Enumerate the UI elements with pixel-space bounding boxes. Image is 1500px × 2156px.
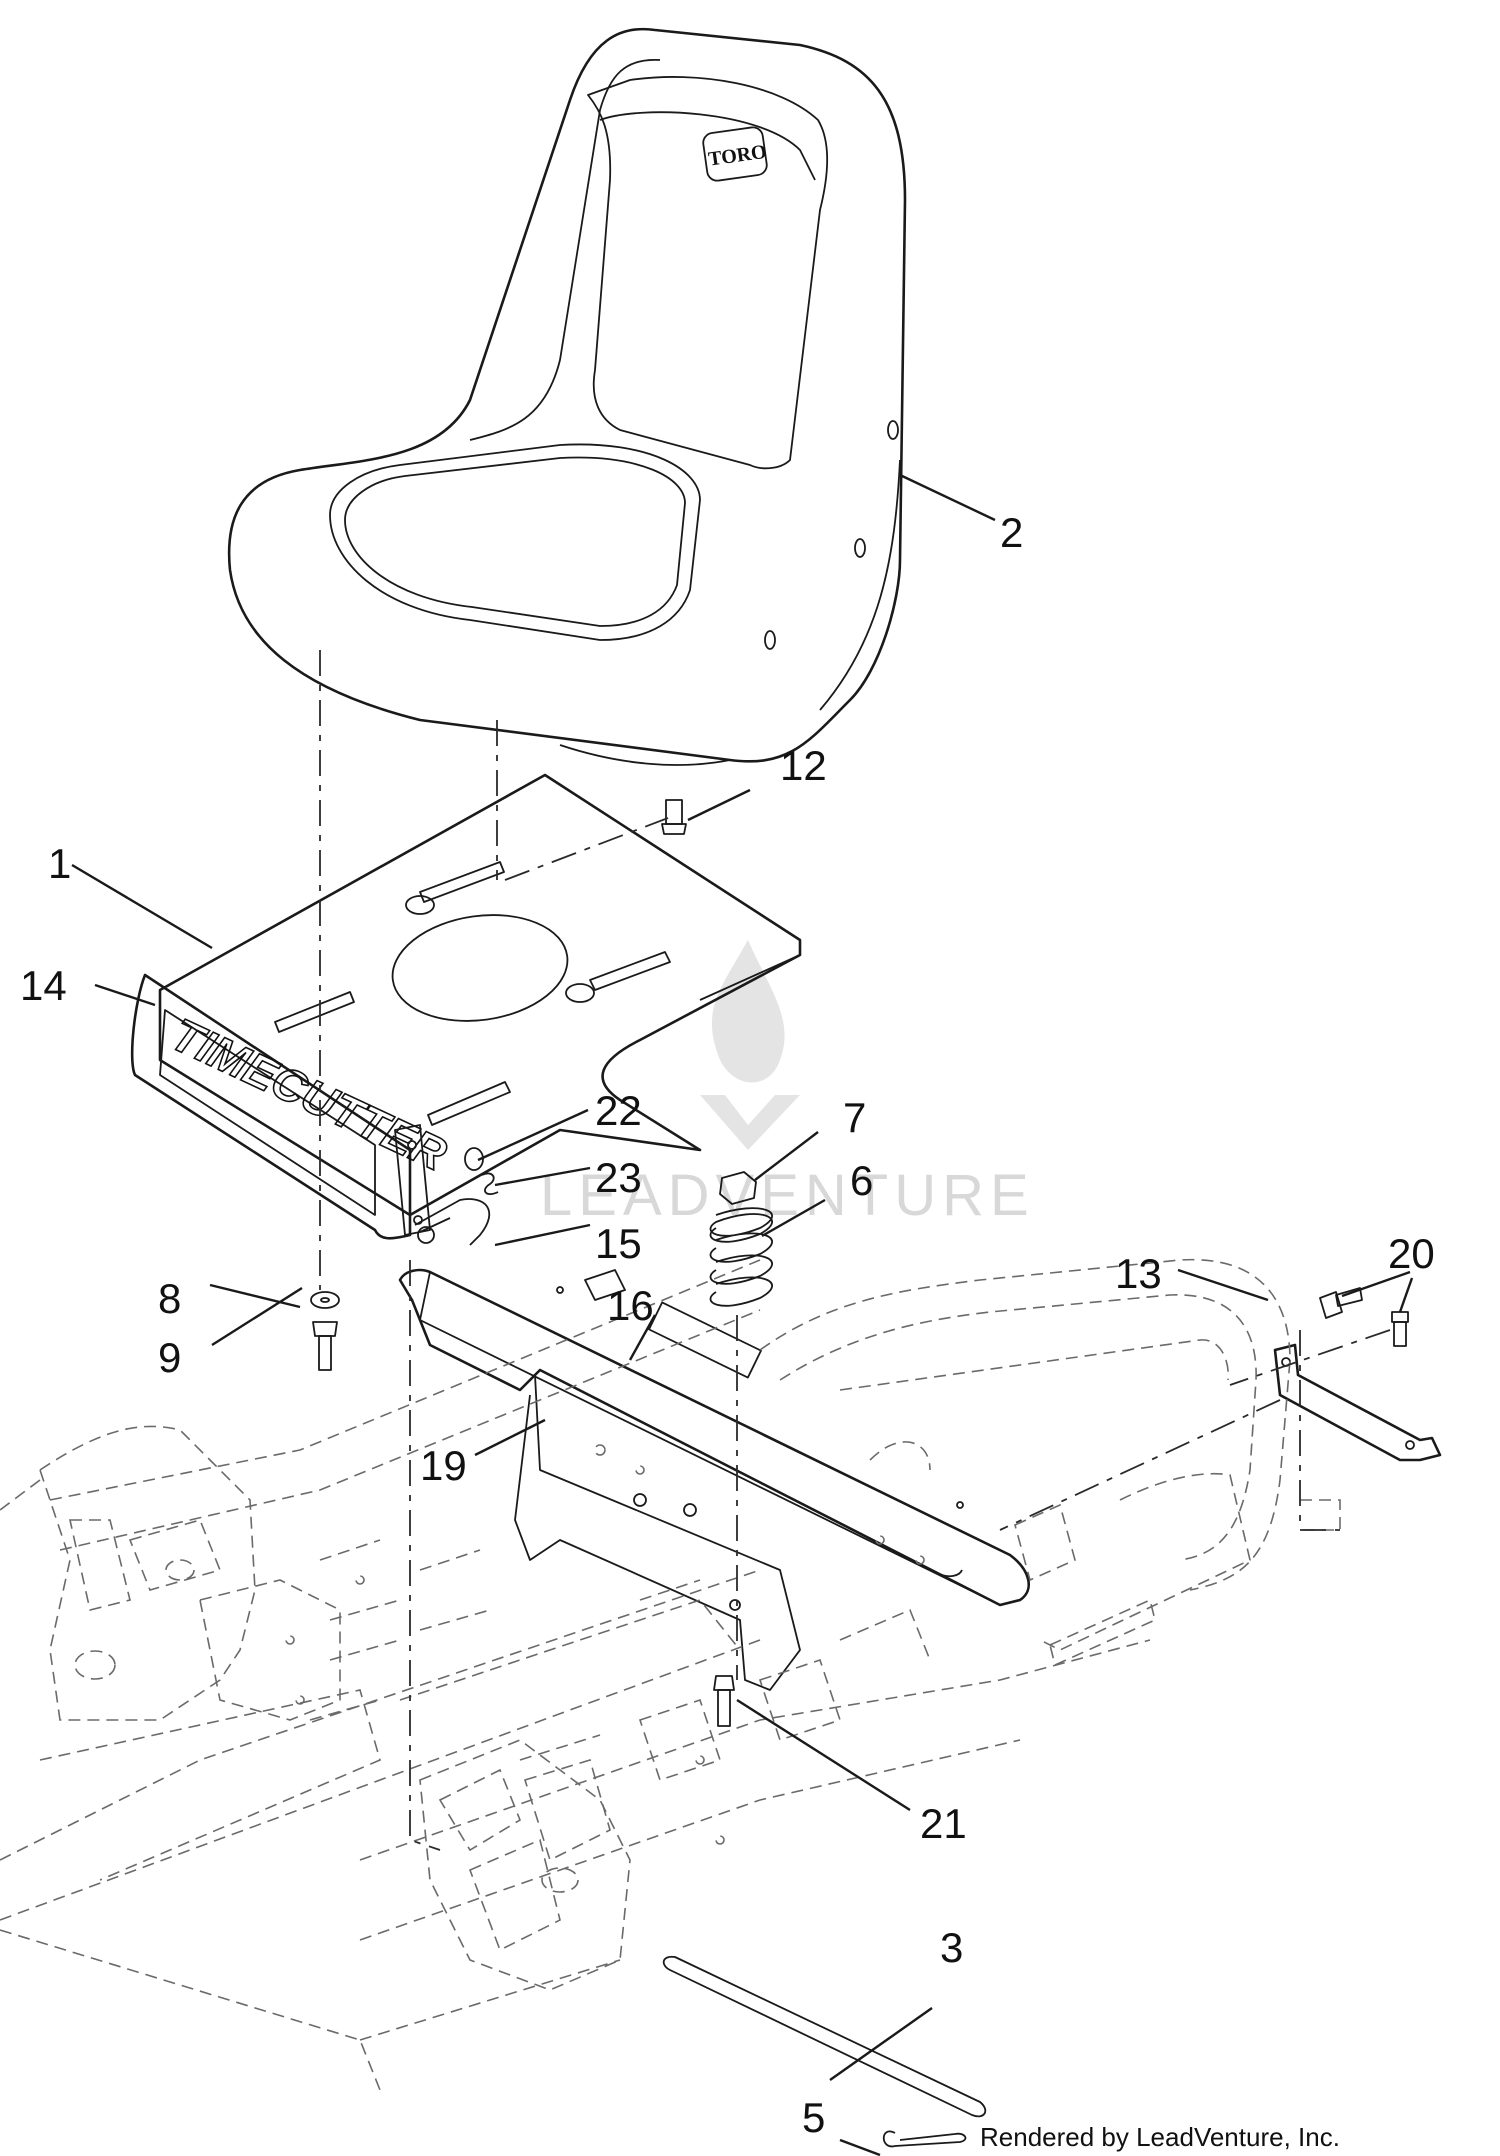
bolt-part-12 bbox=[661, 799, 687, 835]
callout-21: 21 bbox=[920, 1800, 967, 1847]
center-lines bbox=[319, 650, 1391, 1851]
seat-part-2: TORO bbox=[227, 27, 907, 766]
callout-8: 8 bbox=[158, 1275, 181, 1322]
bolt-part-21 bbox=[713, 1675, 735, 1727]
washer-part-8 bbox=[310, 1291, 340, 1309]
callout-2: 2 bbox=[1000, 509, 1023, 556]
nut-part-7 bbox=[719, 1171, 757, 1205]
callout-15: 15 bbox=[595, 1220, 642, 1267]
callout-6: 6 bbox=[850, 1157, 873, 1204]
callout-9: 9 bbox=[158, 1334, 181, 1381]
bolt-part-20-b bbox=[1391, 1311, 1409, 1347]
watermark-text: LEADVENTURE bbox=[540, 1163, 1035, 1228]
callout-19: 19 bbox=[420, 1442, 467, 1489]
callout-23: 23 bbox=[595, 1154, 642, 1201]
bolt-part-9 bbox=[312, 1321, 338, 1371]
callout-3: 3 bbox=[940, 1924, 963, 1971]
callout-22: 22 bbox=[595, 1087, 642, 1134]
seat-support-part-19 bbox=[398, 1268, 1030, 1691]
watermark: LEADVENTURE bbox=[540, 940, 1035, 1228]
spring-part-6 bbox=[709, 1207, 773, 1307]
spring-washer-part-23 bbox=[481, 1172, 499, 1196]
hairpin-part-5 bbox=[882, 2130, 967, 2148]
callout-labels: 1 2 3 5 6 7 8 9 12 13 14 15 16 19 20 21 … bbox=[20, 509, 1435, 2141]
callout-16: 16 bbox=[607, 1282, 654, 1329]
callout-12: 12 bbox=[780, 742, 827, 789]
callout-7: 7 bbox=[843, 1094, 866, 1141]
bracket-brand: TIMECUTTER bbox=[164, 1008, 455, 1180]
callout-13: 13 bbox=[1115, 1250, 1162, 1297]
render-credit: Rendered by LeadVenture, Inc. bbox=[980, 2122, 1340, 2152]
callout-5: 5 bbox=[802, 2094, 825, 2141]
bolt-part-20-a bbox=[1319, 1287, 1363, 1319]
mower-frame-phantom bbox=[0, 1258, 1341, 2091]
callout-1: 1 bbox=[48, 840, 71, 887]
callout-20: 20 bbox=[1388, 1230, 1435, 1277]
rod-part-3 bbox=[662, 1955, 987, 2118]
seat-logo: TORO bbox=[707, 141, 768, 171]
pin-part-15 bbox=[414, 1198, 491, 1246]
callout-leaders bbox=[71, 473, 1414, 2156]
callout-14: 14 bbox=[20, 962, 67, 1009]
seat-plate-part-1 bbox=[158, 773, 802, 1217]
